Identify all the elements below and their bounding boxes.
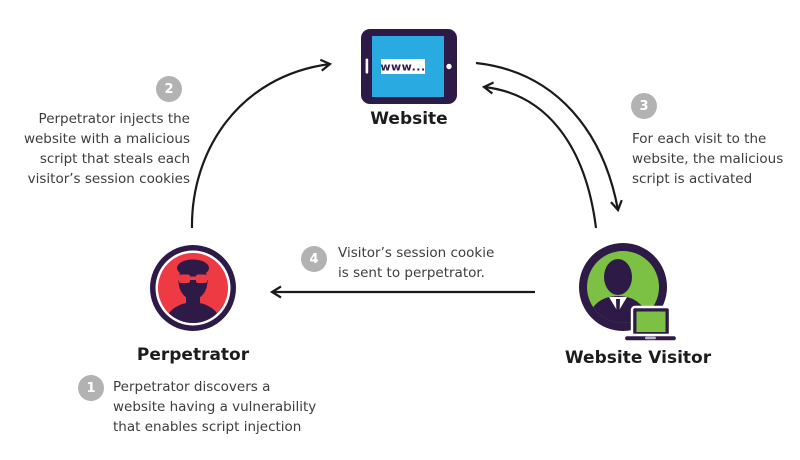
hacker-avatar-icon	[150, 245, 236, 331]
node-perpetrator: Perpetrator	[113, 244, 273, 365]
arrow-website-to-visitor	[475, 61, 623, 213]
website-label: Website	[370, 109, 448, 129]
step-2-badge: 2	[156, 76, 182, 102]
step-4-badge: 4	[301, 246, 327, 272]
website-visitor-label: Website Visitor	[564, 348, 712, 368]
visitor-laptop-avatar-icon	[578, 243, 678, 343]
address-bar-text: www...	[380, 61, 425, 74]
step-1-badge: 1	[78, 375, 104, 401]
arrow-visitor-to-website	[481, 81, 598, 229]
perpetrator-label: Perpetrator	[136, 345, 250, 365]
step-3-text: For each visit to the website, the malic…	[632, 131, 784, 187]
laptop-icon	[622, 305, 678, 343]
node-website: www... Website	[329, 29, 489, 129]
tablet-www-icon: www...	[361, 29, 457, 104]
node-website-visitor: Website Visitor	[548, 241, 728, 368]
step-4-text: Visitor’s session cookie is sent to perp…	[338, 245, 495, 281]
step-3-badge: 3	[631, 93, 657, 119]
step-2-text: Perpetrator injects the website with a m…	[23, 111, 190, 187]
step-1-text: Perpetrator discovers a website having a…	[113, 379, 317, 435]
arrow-perpetrator-to-website	[190, 58, 333, 229]
